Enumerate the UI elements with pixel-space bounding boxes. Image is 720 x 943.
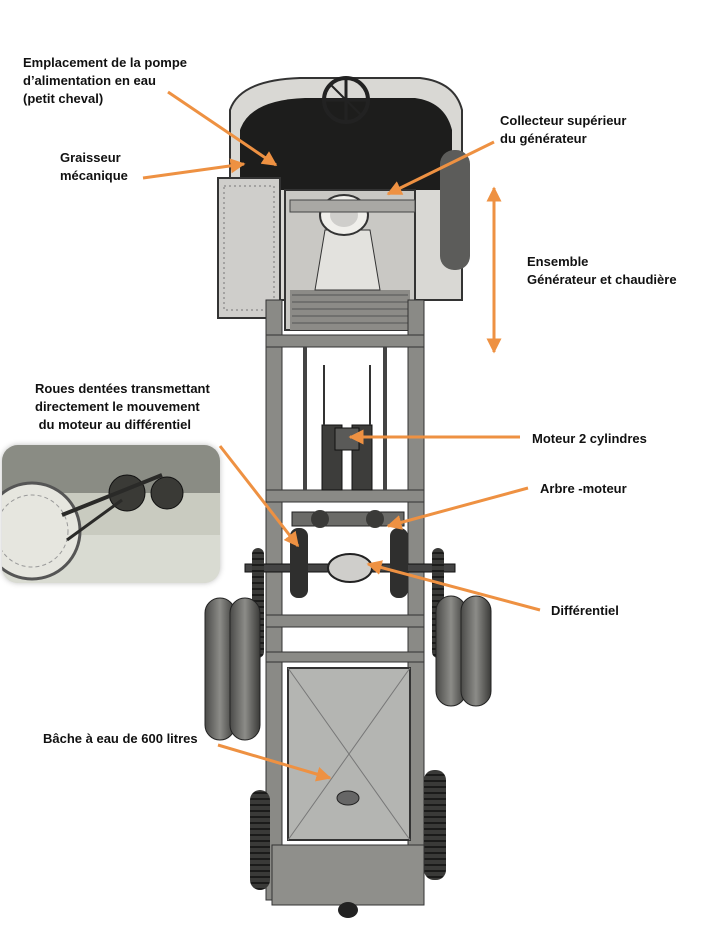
arrow-icon bbox=[366, 560, 541, 612]
engine bbox=[321, 365, 373, 491]
label-roues: Roues dentées transmettant directement l… bbox=[35, 380, 210, 434]
arrow-icon bbox=[386, 486, 529, 530]
label-ensemble-line1: Ensemble bbox=[527, 254, 589, 269]
label-ensemble-line2: Générateur et chaudière bbox=[527, 272, 677, 287]
gear-inset-photo bbox=[2, 445, 220, 583]
arrow-icon bbox=[167, 90, 278, 167]
crankshaft bbox=[291, 510, 405, 528]
label-collecteur-line1: Collecteur supérieur bbox=[500, 113, 627, 128]
arrow-icon bbox=[386, 140, 495, 196]
label-pompe-line3: (petit cheval) bbox=[23, 91, 104, 106]
chassis-frame bbox=[265, 299, 425, 901]
label-graisseur-line2: mécanique bbox=[60, 168, 128, 183]
label-pompe-line1: Emplacement de la pompe bbox=[23, 55, 187, 70]
label-graisseur: Graisseur mécanique bbox=[60, 149, 128, 185]
water-tank bbox=[271, 667, 425, 918]
arrow-icon bbox=[217, 743, 332, 782]
label-graisseur-line1: Graisseur bbox=[60, 150, 121, 165]
label-differentiel: Différentiel bbox=[551, 603, 619, 618]
rear-tyres bbox=[204, 595, 492, 741]
label-roues-line1: Roues dentées transmettant bbox=[35, 381, 210, 396]
arrow-icon bbox=[142, 158, 246, 180]
label-arbre: Arbre -moteur bbox=[540, 481, 627, 496]
arrow-icon bbox=[218, 445, 300, 548]
lubricator-box bbox=[217, 177, 281, 319]
label-roues-line3: du moteur au différentiel bbox=[35, 417, 192, 432]
label-collecteur-line2: du générateur bbox=[500, 131, 587, 146]
front-tyres bbox=[250, 770, 446, 890]
steering-wheel bbox=[322, 76, 370, 124]
label-roues-line2: directement le mouvement bbox=[35, 399, 200, 414]
label-bache: Bâche à eau de 600 litres bbox=[43, 731, 198, 746]
label-pompe: Emplacement de la pompe d’alimentation e… bbox=[23, 54, 187, 108]
label-collecteur: Collecteur supérieur du générateur bbox=[500, 112, 626, 148]
generator-boiler bbox=[284, 189, 416, 331]
label-ensemble: Ensemble Générateur et chaudière bbox=[527, 253, 677, 289]
label-moteur: Moteur 2 cylindres bbox=[532, 431, 647, 446]
label-pompe-line2: d’alimentation en eau bbox=[23, 73, 156, 88]
